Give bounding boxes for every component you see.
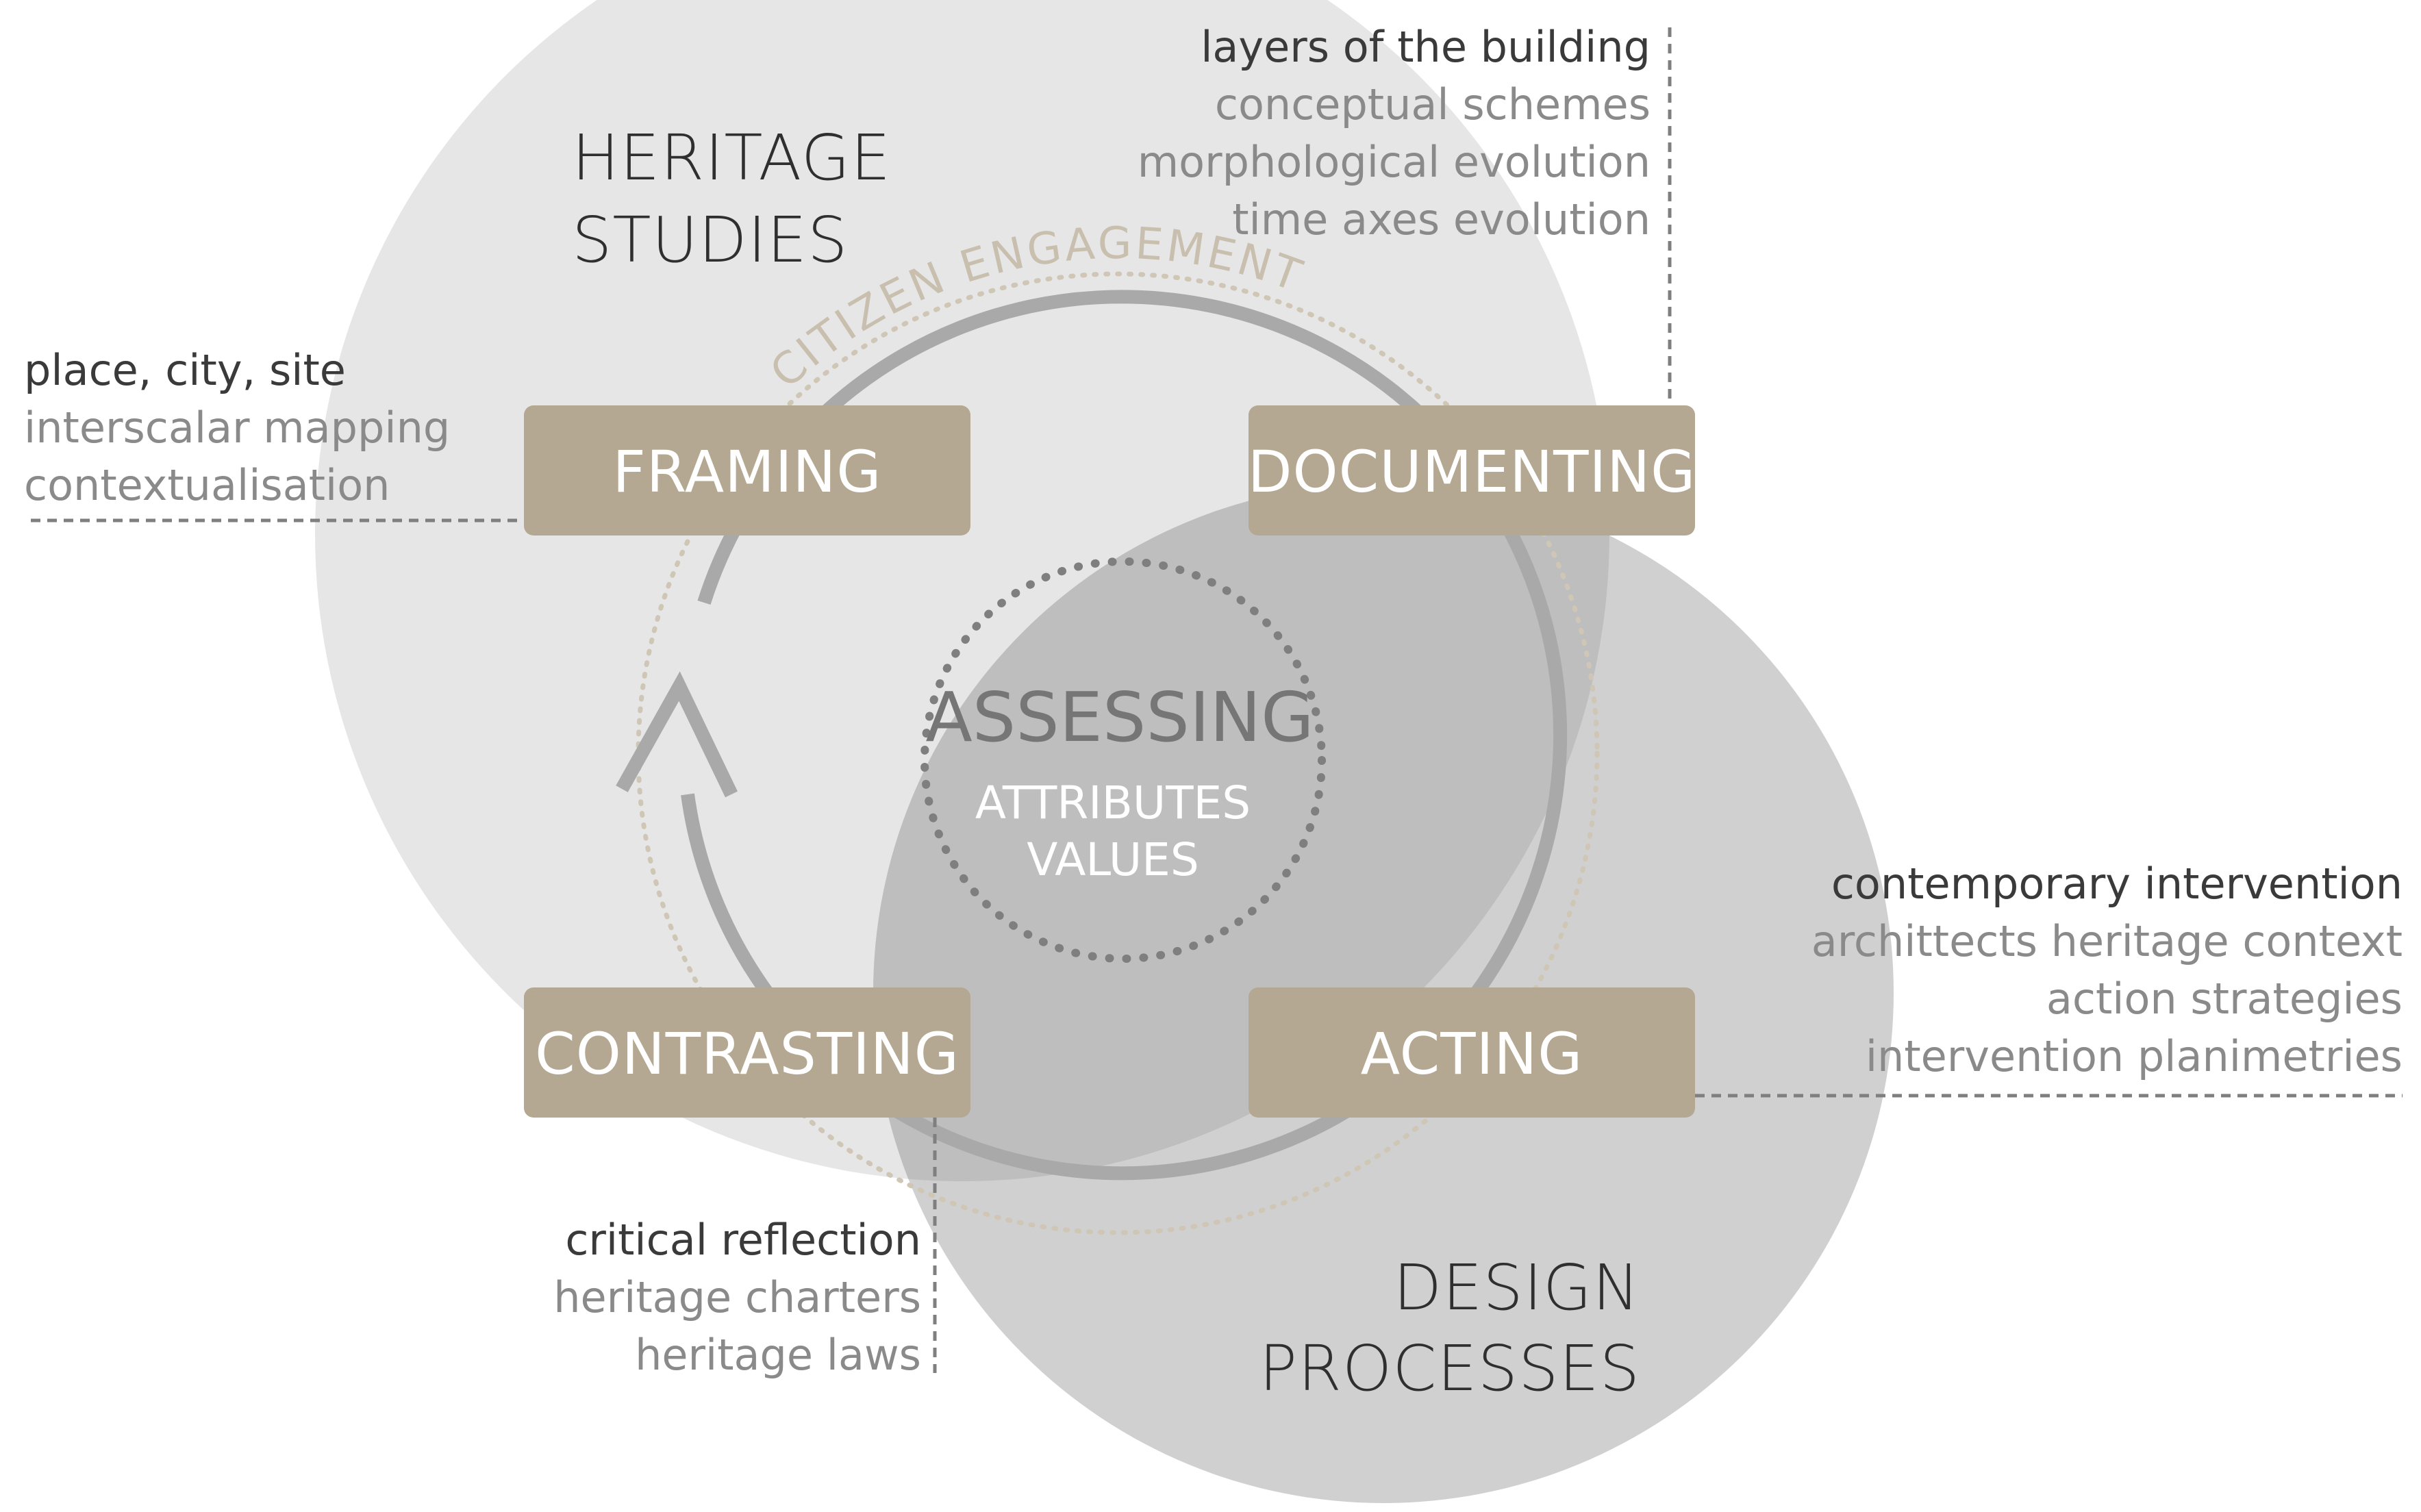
stage-framing[interactable]: FRAMING — [524, 405, 970, 536]
acting-note-4: intervention planimetries — [1866, 1031, 2403, 1081]
cycle-arrow-icon — [616, 671, 738, 798]
cycle-ring — [681, 290, 1568, 1181]
stage-contrasting-label: CONTRASTING — [535, 1020, 959, 1087]
documenting-note-1: layers of the building — [1201, 22, 1651, 72]
design-processes-title-line1: DESIGN — [1393, 1251, 1640, 1324]
design-processes-title-line2: PROCESSES — [1259, 1332, 1640, 1405]
stage-acting-label: ACTING — [1361, 1020, 1583, 1087]
acting-note-2: archittects heritage context — [1811, 916, 2403, 966]
documenting-note-4: time axes evolution — [1232, 194, 1651, 244]
assessing-values: VALUES — [1027, 833, 1199, 886]
acting-note-3: action strategies — [2046, 974, 2403, 1024]
acting-note-1: contemporary intervention — [1831, 859, 2403, 909]
heritage-studies-title-line1: HERITAGE — [572, 121, 891, 194]
documenting-note-3: morphological evolution — [1138, 137, 1651, 187]
stage-documenting-label: DOCUMENTING — [1248, 438, 1696, 505]
assessing-dotted-circle — [920, 557, 1326, 963]
assessing-attributes: ATTRIBUTES — [975, 777, 1251, 829]
framing-note-1: place, city, site — [24, 345, 346, 395]
heritage-studies-title-line2: STUDIES — [572, 203, 848, 277]
documenting-note-2: conceptual schemes — [1215, 79, 1651, 129]
stage-contrasting[interactable]: CONTRASTING — [524, 987, 970, 1118]
contrasting-note-3: heritage laws — [635, 1330, 921, 1380]
framing-note-3: contextualisation — [24, 460, 390, 510]
stage-framing-label: FRAMING — [613, 438, 882, 505]
stage-acting[interactable]: ACTING — [1249, 987, 1695, 1118]
framing-note-2: interscalar mapping — [24, 403, 450, 453]
stage-documenting[interactable]: DOCUMENTING — [1248, 405, 1696, 536]
contrasting-note-1: critical reflection — [565, 1215, 921, 1265]
assessing-title: ASSESSING — [925, 677, 1314, 757]
contrasting-note-2: heritage charters — [553, 1272, 921, 1322]
